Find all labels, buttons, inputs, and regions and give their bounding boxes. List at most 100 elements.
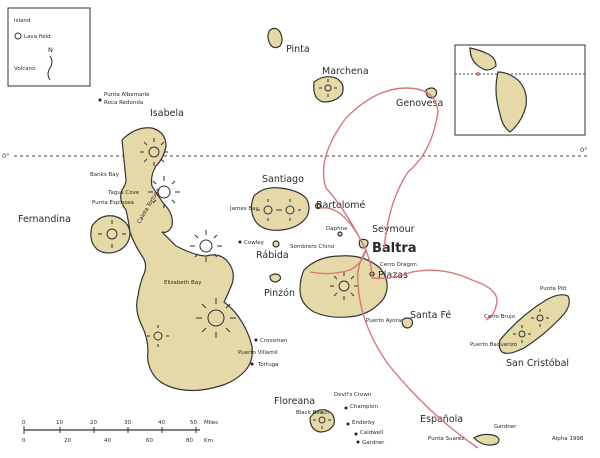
label-punta-espinosa: Punta Espinosa [92, 200, 134, 206]
label-devils-crown: Devil's Crown [334, 392, 372, 398]
label-rabida: Rábida [256, 250, 289, 261]
site-gardner-icon [356, 440, 360, 444]
volcano-isabela-3-icon [190, 230, 222, 262]
label-james-bay: James Bay [229, 206, 259, 212]
label-cowley: Cowley [244, 240, 265, 246]
label-marchena: Marchena [322, 66, 369, 77]
scale-km-20: 20 [64, 438, 71, 444]
scale-bar: 0 10 20 30 40 50 Miles 0 20 40 60 80 Km [22, 420, 218, 444]
label-santa-fe: Santa Fé [410, 310, 451, 321]
legend-item-1: Island [14, 18, 30, 24]
volcano-floreana-icon [313, 411, 331, 429]
label-santiago: Santiago [262, 174, 304, 185]
label-floreana: Floreana [274, 396, 315, 407]
scale-miles-unit: Miles [204, 420, 218, 426]
island-bartolome [314, 202, 322, 210]
site-cowley-icon [238, 240, 242, 244]
label-baltra: Baltra [372, 241, 417, 256]
volcano-marchena-icon [319, 79, 337, 97]
island-genovesa [425, 87, 438, 99]
volcano-isabela-1-icon [140, 138, 168, 166]
label-genovesa: Genovesa [396, 98, 443, 109]
label-caldwell: Caldwell [360, 430, 384, 436]
label-cerro-dragon: Cerro Dragon [380, 262, 417, 268]
label-puerto-ayora: Puerto Ayora [366, 318, 401, 324]
label-black-beach: Black Beach [296, 410, 330, 416]
volcano-santa-cruz-icon [330, 272, 358, 300]
scale-km-80: 80 [186, 438, 193, 444]
volcano-san-cristobal-1-icon [513, 325, 531, 343]
volcano-isabela-5-icon [147, 325, 169, 347]
scale-miles-0: 0 [22, 420, 26, 426]
legend-item-3: Volcano [14, 66, 36, 72]
volcano-fernandina-icon [98, 220, 126, 248]
label-tortuga: Tortuga [257, 362, 279, 368]
label-gardner: Gardner [362, 440, 385, 446]
scale-km-0: 0 [22, 438, 26, 444]
label-punta-pitt: Punta Pitt [540, 286, 567, 292]
island-pinta [267, 27, 283, 49]
credit: Alpha 1998 [552, 436, 584, 442]
volcano-san-cristobal-2-icon [531, 309, 549, 327]
label-plazas: Plazas [378, 270, 408, 281]
scale-miles-40: 40 [158, 420, 165, 426]
scale-km-40: 40 [104, 438, 111, 444]
label-daphne: Daphne [326, 226, 348, 232]
island-symbol-icon [14, 32, 22, 40]
scale-miles-50: 50 [190, 420, 197, 426]
island-fernandina [90, 215, 131, 254]
label-san-cristobal: San Cristóbal [506, 358, 569, 369]
label-sombrero-chino: Sombrero Chino [290, 244, 335, 250]
site-enderby-icon [346, 422, 350, 426]
site-roca-redonda-icon [98, 98, 102, 102]
legend-item-2: Lava field [24, 34, 51, 40]
equator-label-right: 0° [580, 146, 587, 154]
volcano-isabela-2-icon [148, 176, 180, 208]
site-tortuga-icon [250, 362, 254, 366]
label-seymour: Seymour [372, 224, 415, 235]
scale-miles-30: 30 [124, 420, 131, 426]
label-punta-albemarle: Punta Albemarle [104, 92, 150, 98]
equator-label-left: 0° [2, 152, 9, 160]
label-punta-suarez: Punta Suarez [428, 436, 464, 442]
island-floreana [309, 409, 335, 433]
label-puerto-villamil: Puerto Villamil [238, 350, 278, 356]
galapagos-marker-icon [476, 72, 480, 76]
label-pinzon: Pinzón [264, 288, 295, 299]
scale-km-60: 60 [146, 438, 153, 444]
island-marchena [313, 76, 344, 103]
label-gardner-east: Gardner [494, 424, 517, 430]
volcano-santiago-2-icon [279, 199, 301, 221]
label-roca-redonda: Roca Redonda [104, 100, 143, 106]
compass-n: N [48, 46, 53, 54]
label-isabela: Isabela [150, 108, 184, 119]
volcano-isabela-4-icon [196, 298, 236, 338]
island-espanola [473, 433, 500, 446]
site-caldwell-icon [354, 432, 358, 436]
inset-americas [454, 44, 586, 136]
route-line [309, 87, 498, 449]
island-santa-fe [401, 317, 414, 329]
island-san-cristobal [498, 294, 570, 354]
label-crossman: Crossman [260, 338, 288, 344]
label-tagus-cove: Tagus Cove [107, 190, 140, 196]
label-pinta: Pinta [286, 44, 310, 55]
label-enderby: Enderby [352, 420, 376, 426]
volcano-santiago-1-icon [257, 199, 279, 221]
island-santiago [250, 187, 310, 231]
site-champion-icon [344, 406, 348, 410]
island-rabida [272, 240, 280, 248]
island-pinzon [269, 273, 282, 283]
island-daphne [337, 231, 343, 237]
site-crossman-icon [254, 338, 258, 342]
island-santa-cruz [299, 255, 388, 318]
island-isabela [120, 127, 253, 392]
label-puerto-baquerizo: Puerto Baquerizo [470, 342, 518, 348]
legend: Island Lava field Volcano N [7, 7, 91, 87]
label-banks-bay: Banks Bay [90, 172, 120, 178]
label-elizabeth-bay: Elizabeth Bay [164, 280, 202, 286]
scale-miles-20: 20 [90, 420, 97, 426]
compass-icon [47, 55, 53, 81]
